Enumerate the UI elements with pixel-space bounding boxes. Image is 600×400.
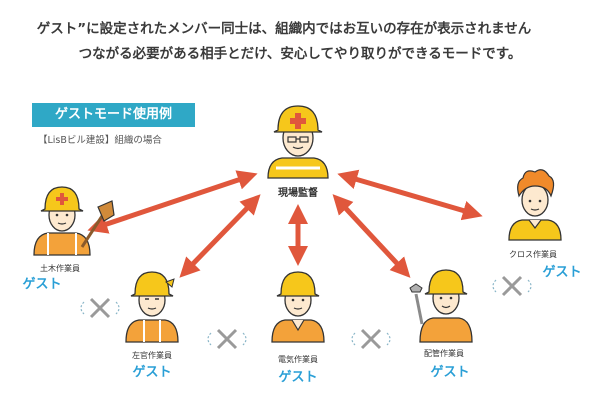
civil-worker-guest-badge: ゲスト (22, 276, 61, 292)
cloth-worker-figure (508, 169, 562, 241)
example-title: ゲストモード使用例 (32, 103, 195, 127)
plasterer-figure (125, 271, 179, 343)
electrician-label: 電気作業員 (278, 354, 318, 364)
cloth-worker-guest-badge: ゲスト (542, 264, 581, 280)
blocked-link-plaster-electric (207, 328, 247, 350)
electrician-figure (271, 271, 325, 343)
arrow-supervisor-civil (87, 170, 258, 234)
blocked-link-piping-cloth (492, 275, 532, 297)
arrow-supervisor-piping (332, 194, 411, 278)
electrician-guest-badge: ゲスト (278, 369, 317, 385)
supervisor-label: 現場監督 (278, 186, 318, 199)
blocked-link-civil-plaster (80, 297, 120, 319)
intro-line-2: つながる必要がある相手とだけ、安心してやり取りができるモードです。 (78, 46, 522, 62)
piping-worker-label: 配管作業員 (424, 348, 464, 358)
arrow-supervisor-plaster (179, 194, 261, 278)
blocked-link-electric-piping (351, 328, 391, 350)
connection-arrows (87, 169, 483, 278)
civil-worker-figure (33, 186, 115, 256)
example-subtitle: 【LisBビル建設】組織の場合 (38, 135, 162, 146)
arrow-supervisor-cloth (337, 169, 483, 221)
intro-line-1: ゲスト”に設定されたメンバー同士は、組織内ではお互いの存在が表示されません (36, 21, 532, 37)
civil-worker-label: 土木作業員 (40, 263, 80, 273)
piping-worker-figure (409, 269, 473, 343)
blocked-links (80, 275, 532, 350)
plasterer-label: 左官作業員 (132, 350, 172, 360)
cloth-worker-label: クロス作業員 (509, 249, 557, 259)
supervisor-figure (267, 105, 329, 179)
piping-worker-guest-badge: ゲスト (430, 364, 469, 380)
plasterer-guest-badge: ゲスト (132, 364, 171, 380)
